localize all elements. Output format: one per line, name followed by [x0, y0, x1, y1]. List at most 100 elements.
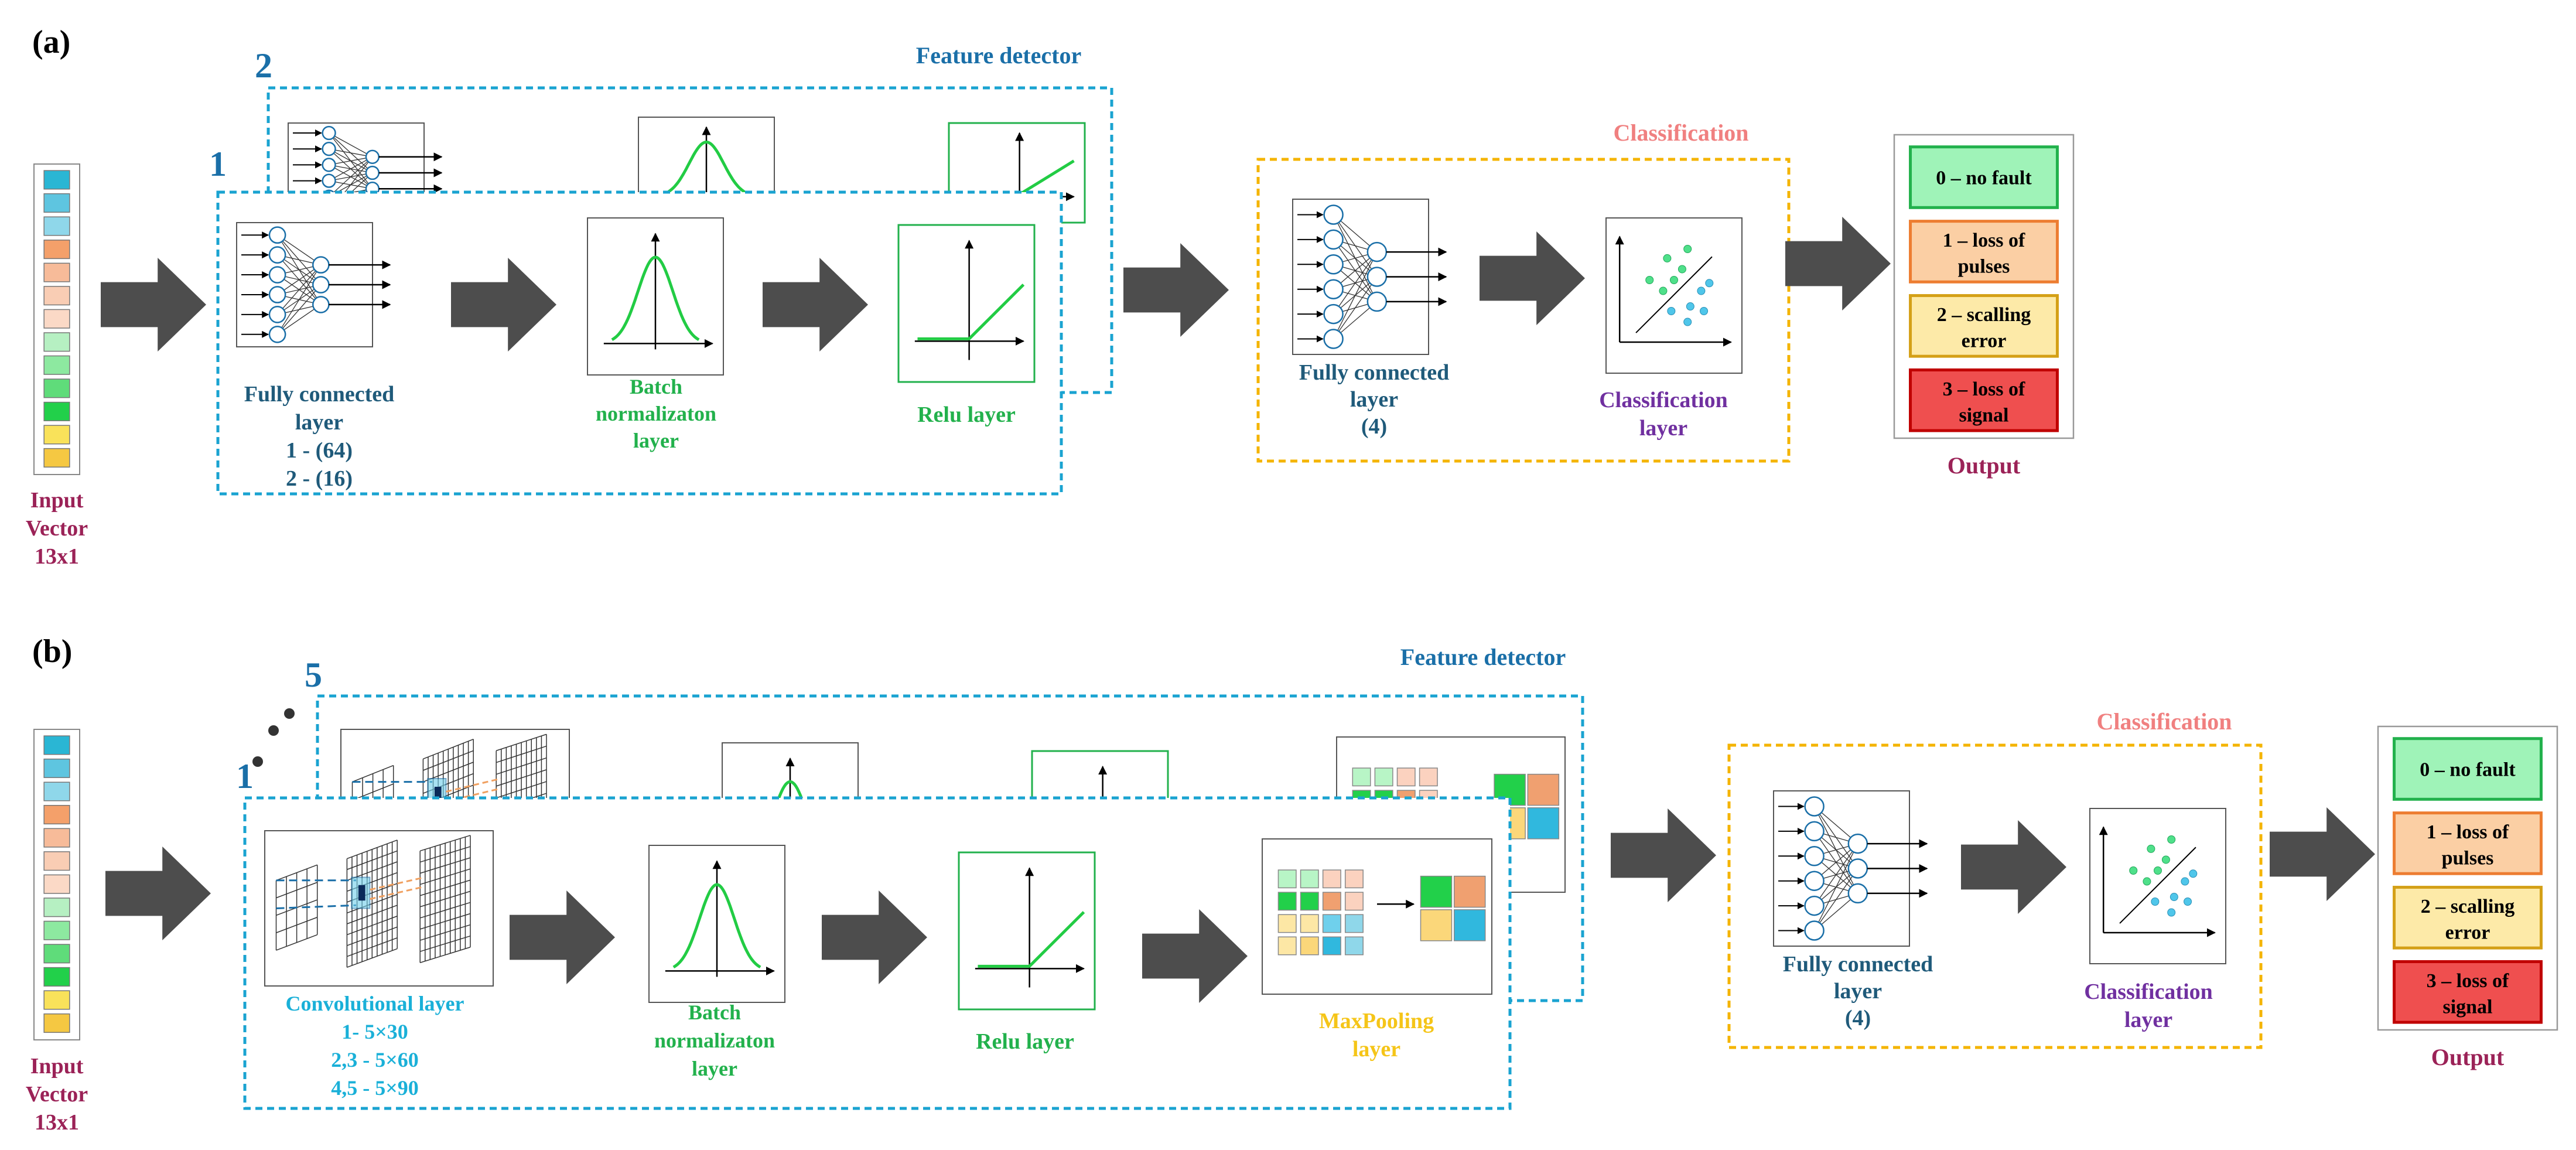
class-b-point: [1705, 279, 1714, 288]
class-b-point: [1683, 318, 1692, 326]
output-title: Output: [2431, 1044, 2505, 1070]
panel-b-classification-title: Classification: [2096, 708, 2232, 735]
panel-a-arrow-input: [101, 258, 206, 352]
neuron: [1847, 858, 1868, 879]
grid-line: [347, 948, 398, 968]
pool-output-cell: [1453, 909, 1486, 941]
panel-a-arrow-fc-bn: [451, 258, 556, 352]
input-vector-cell: [43, 898, 70, 917]
relu-curve: [978, 911, 1085, 968]
pool-input-cell: [1352, 767, 1371, 787]
panel-a-input-label-line: 13x1: [35, 544, 79, 569]
panel-b-input-label-line: Input: [30, 1054, 84, 1079]
grid-line: [419, 890, 471, 907]
pool-input-cell: [1344, 869, 1364, 889]
neuron: [1323, 204, 1344, 225]
grid-line: [347, 893, 398, 914]
connection: [1333, 251, 1378, 339]
panel-b-arrow-fc-cls: [1961, 820, 2066, 914]
icon-frame: [897, 224, 1036, 383]
input-vector-cell: [43, 425, 70, 445]
input-vector-cell: [43, 286, 70, 306]
input-vector-cell: [43, 874, 70, 894]
pool-output-cell: [1527, 807, 1560, 840]
output-class-label: signal: [1959, 405, 2008, 426]
output-class-label: 1 – loss of: [2427, 821, 2509, 843]
panel-b-conv-label-line: Convolutional layer: [285, 992, 464, 1015]
neuron: [322, 142, 336, 156]
input-vector-cell: [43, 332, 70, 352]
output-class-label: 0 – no fault: [2420, 759, 2516, 781]
pool-input-cell: [1344, 914, 1364, 933]
neuron: [1847, 883, 1868, 904]
output-class-0: 0 – no fault: [2393, 737, 2543, 801]
panel-a-stack-front-number: 1: [209, 145, 227, 183]
input-vector-cell: [43, 805, 70, 825]
neuron: [1323, 329, 1344, 349]
class-b-point: [1697, 286, 1706, 295]
feature-map-grid: [346, 840, 398, 968]
neuron: [268, 306, 286, 323]
panel-b-arrow-output: [2270, 807, 2375, 901]
connection: [277, 234, 322, 265]
panel-b-arrow-classification: [1611, 808, 1716, 902]
panel-b-arrow-conv-bn: [510, 890, 615, 984]
input-vector-cell: [43, 262, 70, 282]
projection-line: [276, 904, 357, 909]
panel-a-bn-icon: [587, 217, 724, 376]
neuron: [1804, 895, 1825, 916]
connection: [329, 156, 373, 182]
class-a-point: [1670, 276, 1678, 284]
input-vector-cell: [43, 920, 70, 940]
pool-input-cell: [1277, 869, 1297, 889]
panel-b-cls-icon: [2089, 808, 2226, 964]
panel-b-cls-layer-label-line: layer: [2124, 1008, 2172, 1032]
grid-line: [419, 913, 471, 930]
connection: [1814, 843, 1858, 906]
neuron: [1804, 821, 1825, 842]
neuron: [1804, 920, 1825, 941]
panel-b-bn-label-line: Batch: [688, 1001, 741, 1024]
input-vector-cell: [43, 216, 70, 236]
output-class-box: [1909, 145, 2059, 209]
neuron: [1366, 291, 1388, 312]
decision-boundary: [1635, 256, 1713, 333]
panel-a-feature-detector-title: Feature detector: [916, 42, 1081, 69]
panel-a-arrow-fc-cls: [1480, 231, 1585, 325]
neuron: [1323, 229, 1344, 250]
pool-input-cell: [1344, 936, 1364, 956]
input-vector-cell: [43, 355, 70, 375]
panel-a-cls-layer-label-line: Classification: [1599, 388, 1728, 412]
input-vector-cell: [43, 735, 70, 755]
panel-a-tag: (a): [32, 24, 70, 60]
grid-line: [419, 935, 471, 952]
panel-a-relu-icon: [897, 224, 1036, 383]
pool-input-cell: [1300, 892, 1319, 911]
class-b-point: [2181, 877, 2189, 886]
input-vector-cell: [43, 990, 70, 1010]
panel-b-arrow-relu-maxpool: [1142, 909, 1248, 1003]
panel-b-stack-front-number: 1: [236, 757, 254, 796]
connection: [277, 304, 322, 335]
panel-a-arrow-bn-relu: [763, 258, 868, 352]
neuron: [312, 276, 330, 294]
output-class-box: [2393, 886, 2543, 950]
neuron: [1323, 303, 1344, 325]
neuron: [322, 173, 336, 188]
class-b-point: [2170, 893, 2178, 902]
grid-line: [276, 917, 317, 933]
panel-b-maxpool-icon: [1262, 838, 1492, 995]
grid-line: [419, 902, 471, 919]
grid-line: [347, 916, 398, 936]
connection: [1333, 251, 1378, 315]
class-b-point: [2189, 869, 2198, 878]
